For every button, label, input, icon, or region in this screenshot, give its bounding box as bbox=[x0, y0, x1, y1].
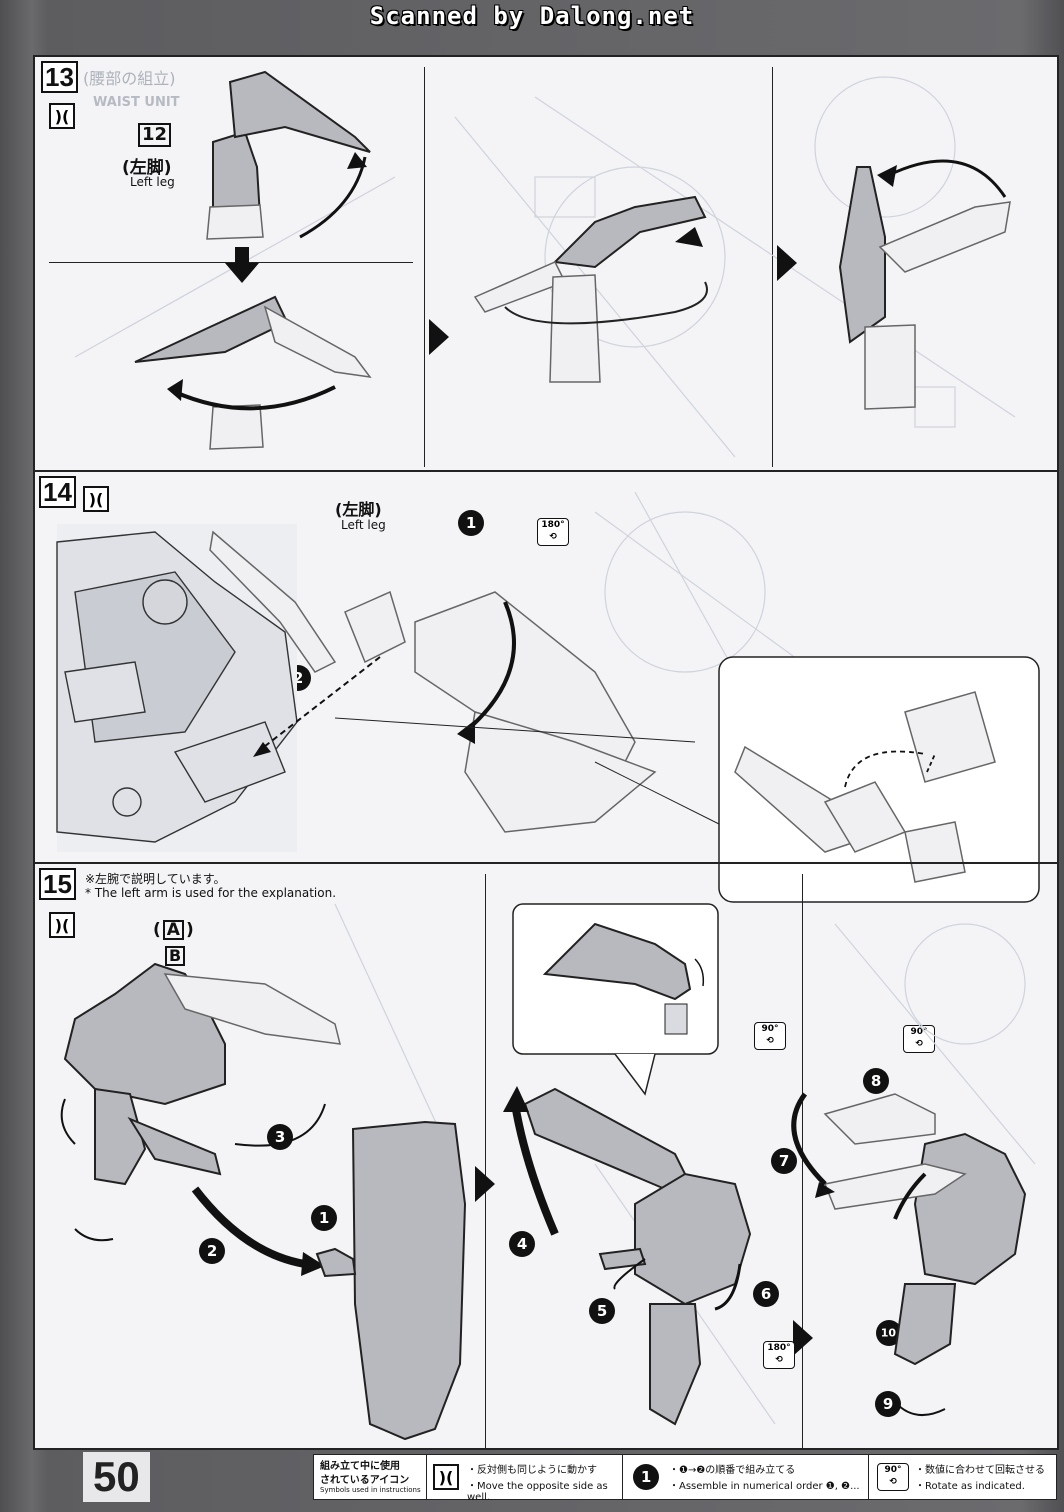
step-15-arrow-2 bbox=[793, 1320, 813, 1356]
step-13-arrow-1 bbox=[429, 319, 449, 355]
step-13-divider-2 bbox=[772, 67, 773, 467]
rotate-90-badge: 90°⟲ bbox=[754, 1022, 786, 1050]
page-number: 50 bbox=[83, 1452, 150, 1502]
legend-title-jp-2: されているアイコン bbox=[320, 1475, 410, 1486]
rotate-180-badge: 180°⟲ bbox=[537, 518, 569, 546]
part-label-a: (A) bbox=[153, 920, 194, 940]
step-13-hline bbox=[49, 262, 413, 263]
step-14-part-en: Left leg bbox=[341, 518, 386, 532]
step-13-divider-1 bbox=[424, 67, 425, 467]
legend-mirror-jp: ・反対側も同じように動かす bbox=[467, 1465, 597, 1476]
legend-order-jp: ・❶→❷の順番で組み立てる bbox=[669, 1465, 796, 1476]
mirror-icon: )( bbox=[49, 103, 75, 129]
step-13-subtitle: WAIST UNIT bbox=[93, 95, 180, 110]
step-13-number: 13 bbox=[41, 61, 78, 93]
legend-mirror-en: ・Move the opposite side as well. bbox=[467, 1481, 608, 1503]
legend-title-jp-1: 組み立て中に使用 bbox=[320, 1461, 400, 1472]
step-13-title: (腰部の組立) bbox=[83, 69, 176, 88]
step-13-arrow-2 bbox=[777, 245, 797, 281]
mirror-icon: )( bbox=[49, 912, 75, 938]
part-label-b: B bbox=[165, 946, 186, 966]
step-13-panel: 13 (腰部の組立) WAIST UNIT )( 12 (左脚) Left le… bbox=[35, 57, 1057, 470]
step-14-panel: 14 )( (左脚) Left leg 180°⟲ 1 2 3 2 bbox=[35, 470, 1057, 903]
label-a-box: A bbox=[162, 920, 184, 940]
legend-rotate-en: ・Rotate as indicated. bbox=[915, 1481, 1025, 1492]
rotate-icon: 90°⟲ bbox=[877, 1463, 909, 1491]
step-15-divider-1 bbox=[485, 874, 486, 1449]
legend-rotate: 90°⟲ ・数値に合わせて回転させる ・Rotate as indicated. bbox=[868, 1455, 1056, 1499]
step-15-arrow-1 bbox=[475, 1166, 495, 1202]
rotate-90-badge-2: 90°⟲ bbox=[903, 1025, 935, 1053]
step-15-note-en: * The left arm is used for the explanati… bbox=[85, 886, 337, 900]
step-14-part-jp: (左脚) bbox=[335, 500, 382, 519]
page-footer: 50 組み立て中に使用 されているアイコン Symbols used in in… bbox=[33, 1452, 1059, 1508]
mirror-icon: )( bbox=[433, 1464, 459, 1490]
step-15-illustration bbox=[60, 903, 1036, 1441]
step-14-illustration bbox=[56, 491, 1040, 903]
icon-legend: 組み立て中に使用 されているアイコン Symbols used in instr… bbox=[313, 1454, 1057, 1503]
paren-close: ) bbox=[185, 920, 194, 940]
step-15-panel: 15 ※左腕で説明しています。 * The left arm is used f… bbox=[35, 862, 1057, 1450]
step-13-part-jp: (左脚) bbox=[122, 158, 172, 178]
step-15-divider-2 bbox=[802, 874, 803, 1449]
scan-credit: Scanned by Dalong.net bbox=[369, 2, 695, 30]
order-icon: 1 bbox=[627, 1458, 665, 1496]
mirror-icon: )( bbox=[83, 486, 109, 512]
step-14-number: 14 bbox=[39, 476, 76, 508]
legend-rotate-jp: ・数値に合わせて回転させる bbox=[915, 1465, 1045, 1476]
instruction-sheet: 13 (腰部の組立) WAIST UNIT )( 12 (左脚) Left le… bbox=[33, 55, 1059, 1450]
rotate-180-badge: 180°⟲ bbox=[763, 1341, 795, 1369]
step-13-part-en: Left leg bbox=[130, 175, 175, 189]
legend-title-en: Symbols used in instructions bbox=[320, 1486, 421, 1494]
step-13-illustration bbox=[74, 70, 1016, 458]
step-15-note-jp: ※左腕で説明しています。 bbox=[85, 872, 226, 886]
legend-mirror: )( ・反対側も同じように動かす ・Move the opposite side… bbox=[426, 1455, 622, 1503]
legend-order: 1 ・❶→❷の順番で組み立てる ・Assemble in numerical o… bbox=[622, 1455, 868, 1499]
step-15-number: 15 bbox=[39, 868, 76, 900]
paren-open: ( bbox=[153, 920, 161, 940]
legend-order-en: ・Assemble in numerical order ❶, ❷... bbox=[669, 1481, 860, 1492]
step-13-part-ref: 12 bbox=[138, 123, 172, 147]
